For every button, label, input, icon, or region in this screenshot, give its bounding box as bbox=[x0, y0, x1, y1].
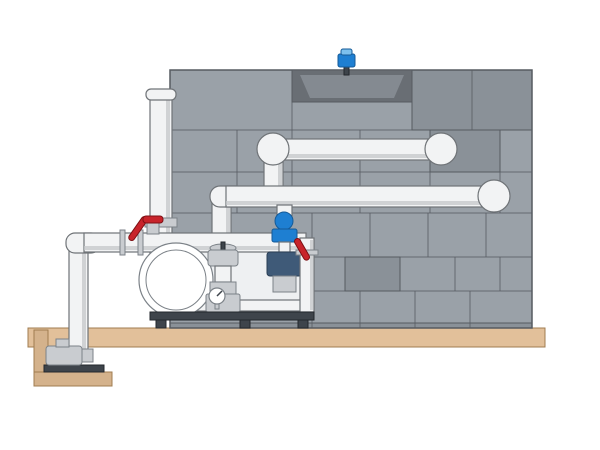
middle-pipe-elbow-right bbox=[477, 179, 511, 213]
valve-outlet-pipe bbox=[214, 265, 232, 283]
sensor-body bbox=[337, 53, 356, 68]
control-valve-train bbox=[266, 211, 303, 293]
separator-tank bbox=[138, 242, 214, 318]
base-frame-foot-1 bbox=[155, 319, 167, 329]
middle-downcomer-shade bbox=[226, 200, 230, 248]
butterfly-valve bbox=[119, 216, 148, 256]
tee-valve bbox=[142, 215, 164, 235]
upper-pipe-elbow-right bbox=[424, 132, 458, 166]
tower-basin bbox=[291, 69, 413, 103]
upper-pipe-shade bbox=[272, 154, 442, 158]
gauge-needle bbox=[216, 290, 223, 297]
right-riser bbox=[294, 237, 319, 313]
pump-2-motor bbox=[272, 275, 297, 293]
sump-pit bbox=[33, 329, 113, 387]
sump-pump bbox=[43, 338, 105, 373]
control-valve-outlet bbox=[278, 241, 291, 253]
tee-valve-handle bbox=[142, 215, 164, 224]
upper-distribution-pipe bbox=[256, 132, 458, 195]
riser-pipe-cap bbox=[145, 88, 177, 101]
tank-shell bbox=[138, 242, 214, 318]
base-frame-foot-2 bbox=[239, 319, 251, 329]
floor-slab bbox=[27, 327, 546, 348]
upper-riser-shade bbox=[278, 152, 282, 194]
upper-pipe-elbow-left bbox=[256, 132, 290, 166]
control-valve-body bbox=[271, 228, 298, 243]
right-riser-shade bbox=[310, 240, 313, 310]
base-frame-rail bbox=[149, 311, 315, 321]
base-frame-foot-3 bbox=[297, 319, 309, 329]
riser-pipe-shade bbox=[166, 100, 170, 253]
skid-base-frame bbox=[149, 311, 315, 329]
sensor-cap bbox=[340, 48, 353, 56]
level-sensor bbox=[337, 48, 356, 76]
valve-flange-left bbox=[119, 229, 126, 256]
tank-head-ring bbox=[145, 249, 207, 311]
pit-bottom-slab bbox=[33, 371, 113, 387]
handwheel-valve-body bbox=[207, 249, 239, 267]
valve-stem bbox=[220, 241, 226, 251]
basin-interior bbox=[300, 75, 404, 98]
isolation-valve-lever bbox=[294, 238, 311, 261]
control-valve-actuator bbox=[274, 211, 294, 231]
sump-pump-end-bell bbox=[81, 348, 94, 363]
floor-slab-group bbox=[27, 327, 546, 348]
sump-pump-base bbox=[43, 364, 105, 373]
pressure-gauge bbox=[208, 287, 226, 310]
valve-flange-right bbox=[137, 229, 144, 256]
sump-pump-junction-box bbox=[55, 338, 70, 348]
tower-panel-dark-3 bbox=[344, 256, 401, 292]
middle-pipe-shade bbox=[226, 201, 494, 205]
sump-pump-motor bbox=[45, 345, 83, 366]
drop-pipe-shade bbox=[82, 244, 86, 352]
tee-valve-body bbox=[146, 221, 160, 235]
tower-seams-horizontal bbox=[170, 129, 532, 292]
pump-2-casing bbox=[266, 251, 303, 277]
